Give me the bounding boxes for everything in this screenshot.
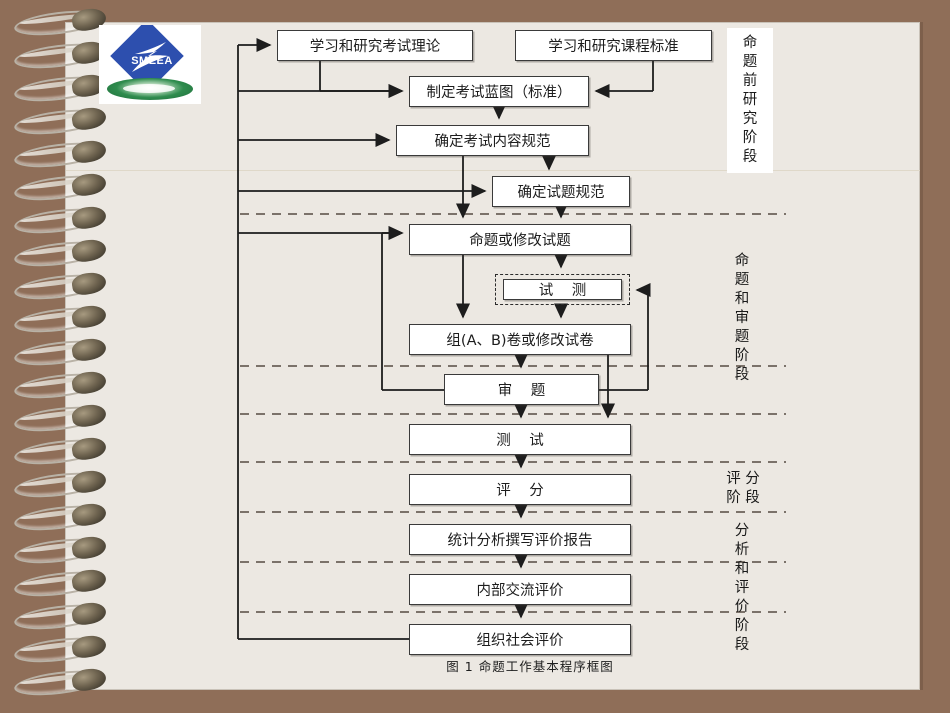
stage-label-char: 段 xyxy=(734,637,750,653)
flowchart-node-n6[interactable]: 命题或修改试题 xyxy=(409,224,631,255)
flowchart-node-n7-inner: 试 测 xyxy=(503,279,622,300)
stage-label-char: 价 xyxy=(734,599,750,615)
flowchart-node-n8[interactable]: 组(A、B)卷或修改试卷 xyxy=(409,324,631,355)
logo-swoosh-icon xyxy=(132,42,168,72)
flowchart-node-n5[interactable]: 确定试题规范 xyxy=(492,176,630,207)
flowchart-node-n12[interactable]: 统计分析撰写评价报告 xyxy=(409,524,631,555)
flowchart-node-n1[interactable]: 学习和研究考试理论 xyxy=(277,30,473,61)
flowchart-node-n14[interactable]: 组织社会评价 xyxy=(409,624,631,655)
logo-text: SMEEA xyxy=(131,55,173,67)
smeea-logo: SMEEA xyxy=(99,25,201,104)
flowchart-node-n7[interactable]: 试 测 xyxy=(495,274,630,305)
stage-label-char: 前 xyxy=(742,73,758,89)
stage-label-char: 命 xyxy=(734,253,750,269)
stage-label-char: 阶 xyxy=(742,130,758,146)
stage-label-s3: 评 分阶 段 xyxy=(717,470,769,508)
stage-label-char: 题 xyxy=(742,54,758,70)
stage-label-char: 和 xyxy=(734,291,750,307)
stage-label-s4: 分析和评价阶段 xyxy=(725,522,759,655)
figure-caption: 图 1 命题工作基本程序框图 xyxy=(446,659,614,674)
flowchart-node-n3[interactable]: 制定考试蓝图（标准） xyxy=(409,76,589,107)
stage-label-char: 题 xyxy=(734,272,750,288)
stage-label-char: 分 xyxy=(734,523,750,539)
stage-label-char: 题 xyxy=(734,329,750,345)
stage-label-s2: 命题和审题阶段 xyxy=(725,252,759,385)
stage-label-char: 阶 段 xyxy=(726,490,760,506)
stage-label-char: 究 xyxy=(742,111,758,127)
stage-label-char: 阶 xyxy=(734,348,750,364)
stage-label-char: 析 xyxy=(734,542,750,558)
page-shadow xyxy=(920,22,923,690)
stage-label-char: 阶 xyxy=(734,618,750,634)
flowchart-node-n11[interactable]: 评 分 xyxy=(409,474,631,505)
stage-label-char: 评 分 xyxy=(726,471,760,487)
stage-label-char: 研 xyxy=(742,92,758,108)
flowchart-node-n13[interactable]: 内部交流评价 xyxy=(409,574,631,605)
stage-label-char: 和 xyxy=(734,561,750,577)
stage-label-s1: 命题前研究阶段 xyxy=(727,28,773,173)
stage-label-char: 段 xyxy=(742,149,758,165)
stage-label-char: 评 xyxy=(734,580,750,596)
stage-label-char: 审 xyxy=(734,310,750,326)
flowchart-node-n2[interactable]: 学习和研究课程标准 xyxy=(515,30,712,61)
stage-label-char: 命 xyxy=(742,35,758,51)
flowchart-node-n10[interactable]: 测 试 xyxy=(409,424,631,455)
stage-label-char: 段 xyxy=(734,367,750,383)
page-faint-rule xyxy=(66,170,920,171)
flowchart-node-n4[interactable]: 确定考试内容规范 xyxy=(396,125,589,156)
flowchart-node-n9[interactable]: 审 题 xyxy=(444,374,599,405)
logo-base-highlight-icon xyxy=(123,84,175,93)
